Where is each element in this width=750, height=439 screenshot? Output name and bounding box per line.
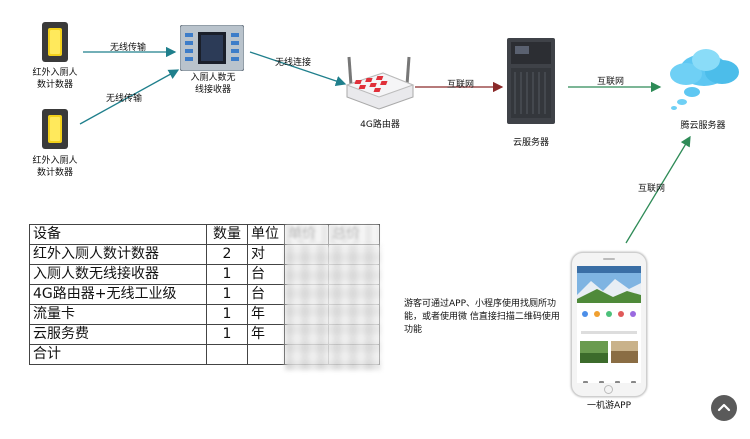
phone-screen — [577, 266, 641, 383]
thumbnail-image — [580, 341, 608, 363]
edge-label-internet-3: 互联网 — [638, 184, 666, 194]
cell-quantity: 1 — [206, 264, 248, 285]
cell-unit: 对 — [247, 244, 285, 265]
ir-sensor-icon — [42, 109, 68, 149]
node-label-router: 4G路由器 — [360, 120, 400, 130]
thumbnail-row — [577, 337, 641, 367]
tab-icon — [598, 381, 604, 383]
menu-icon — [594, 311, 600, 317]
tab-icon — [614, 381, 620, 383]
menu-icon — [618, 311, 624, 317]
arrow-receiver-router — [249, 51, 347, 87]
header-device: 设备 — [29, 224, 207, 245]
thumbnail-image — [610, 341, 638, 363]
node-label-tencent-cloud: 腾云服务器 — [680, 121, 726, 131]
cell-quantity: 1 — [206, 284, 248, 305]
cell-unit: 台 — [247, 284, 285, 305]
price-redaction-blur — [285, 244, 381, 370]
cell-quantity: 2 — [206, 244, 248, 265]
phone-speaker — [603, 258, 615, 260]
cell-unit: 年 — [247, 304, 285, 325]
node-label-receiver: 入厕人数无 线接收器 — [190, 73, 236, 95]
menu-icon — [582, 311, 588, 317]
menu-grid — [577, 307, 641, 321]
tab-icon — [582, 381, 588, 383]
node-label-app: 一机游APP — [586, 401, 631, 411]
edge-label-wireless-2: 无线传输 — [106, 94, 143, 104]
receiver-panel-icon — [179, 24, 245, 72]
arrow-counter2-receiver — [79, 69, 180, 125]
arrow-app-tencent — [625, 135, 691, 244]
edge-label-internet-1: 互联网 — [447, 80, 475, 90]
chevron-up-icon — [717, 403, 731, 412]
cell-quantity: 1 — [206, 304, 248, 325]
cell-quantity: 1 — [206, 324, 248, 345]
phone-mockup — [571, 252, 647, 397]
header-quantity: 数量 — [206, 224, 248, 245]
cell-device: 红外入厕人数计数器 — [29, 244, 207, 265]
node-label-counter-1: 红外入厕人 数计数器 — [32, 68, 78, 90]
ir-sensor-icon — [42, 22, 68, 62]
tab-icon — [630, 381, 636, 383]
ir-counter-device-2 — [39, 109, 71, 153]
cell-device: 合计 — [29, 344, 207, 365]
cloud-icon — [670, 49, 739, 110]
cloud-server-device — [507, 38, 555, 128]
edge-label-wireless-1: 无线传输 — [110, 43, 147, 53]
edge-label-wireless-connect: 无线连接 — [275, 58, 312, 68]
cell-unit: 年 — [247, 324, 285, 345]
menu-icon — [630, 311, 636, 317]
cell-device: 入厕人数无线接收器 — [29, 264, 207, 285]
tab-bar — [577, 381, 641, 383]
edge-label-internet-2: 互联网 — [597, 77, 625, 87]
wireless-receiver-device — [179, 24, 245, 75]
header-unit-price: 单价 — [284, 224, 329, 245]
landscape-banner-image — [577, 273, 641, 303]
server-tower-icon — [507, 38, 555, 124]
table-header-row: 设备 数量 单位 单价 总价 — [29, 224, 380, 245]
scroll-to-top-button[interactable] — [711, 395, 737, 421]
cell-device: 云服务费 — [29, 324, 207, 345]
cell-quantity — [206, 344, 248, 365]
tencent-cloud-node — [664, 40, 742, 114]
header-total-price: 总价 — [328, 224, 380, 245]
cell-unit — [247, 344, 285, 365]
status-bar — [577, 266, 641, 273]
node-label-cloud-server: 云服务器 — [512, 138, 549, 148]
node-label-counter-2: 红外入厕人 数计数器 — [32, 156, 78, 178]
header-unit: 单位 — [247, 224, 285, 245]
content-line — [581, 331, 637, 334]
router-icon — [345, 56, 415, 110]
ir-counter-device-1 — [39, 22, 71, 66]
cell-unit: 台 — [247, 264, 285, 285]
4g-router-device — [343, 55, 415, 115]
menu-icon — [606, 311, 612, 317]
home-button — [604, 385, 613, 394]
usage-description: 游客可通过APP、小程序使用找厕所功能，或者使用微 信直接扫描二维码使用功能 — [404, 299, 560, 335]
cell-device: 4G路由器+无线工业级 — [29, 284, 207, 305]
cell-device: 流量卡 — [29, 304, 207, 325]
